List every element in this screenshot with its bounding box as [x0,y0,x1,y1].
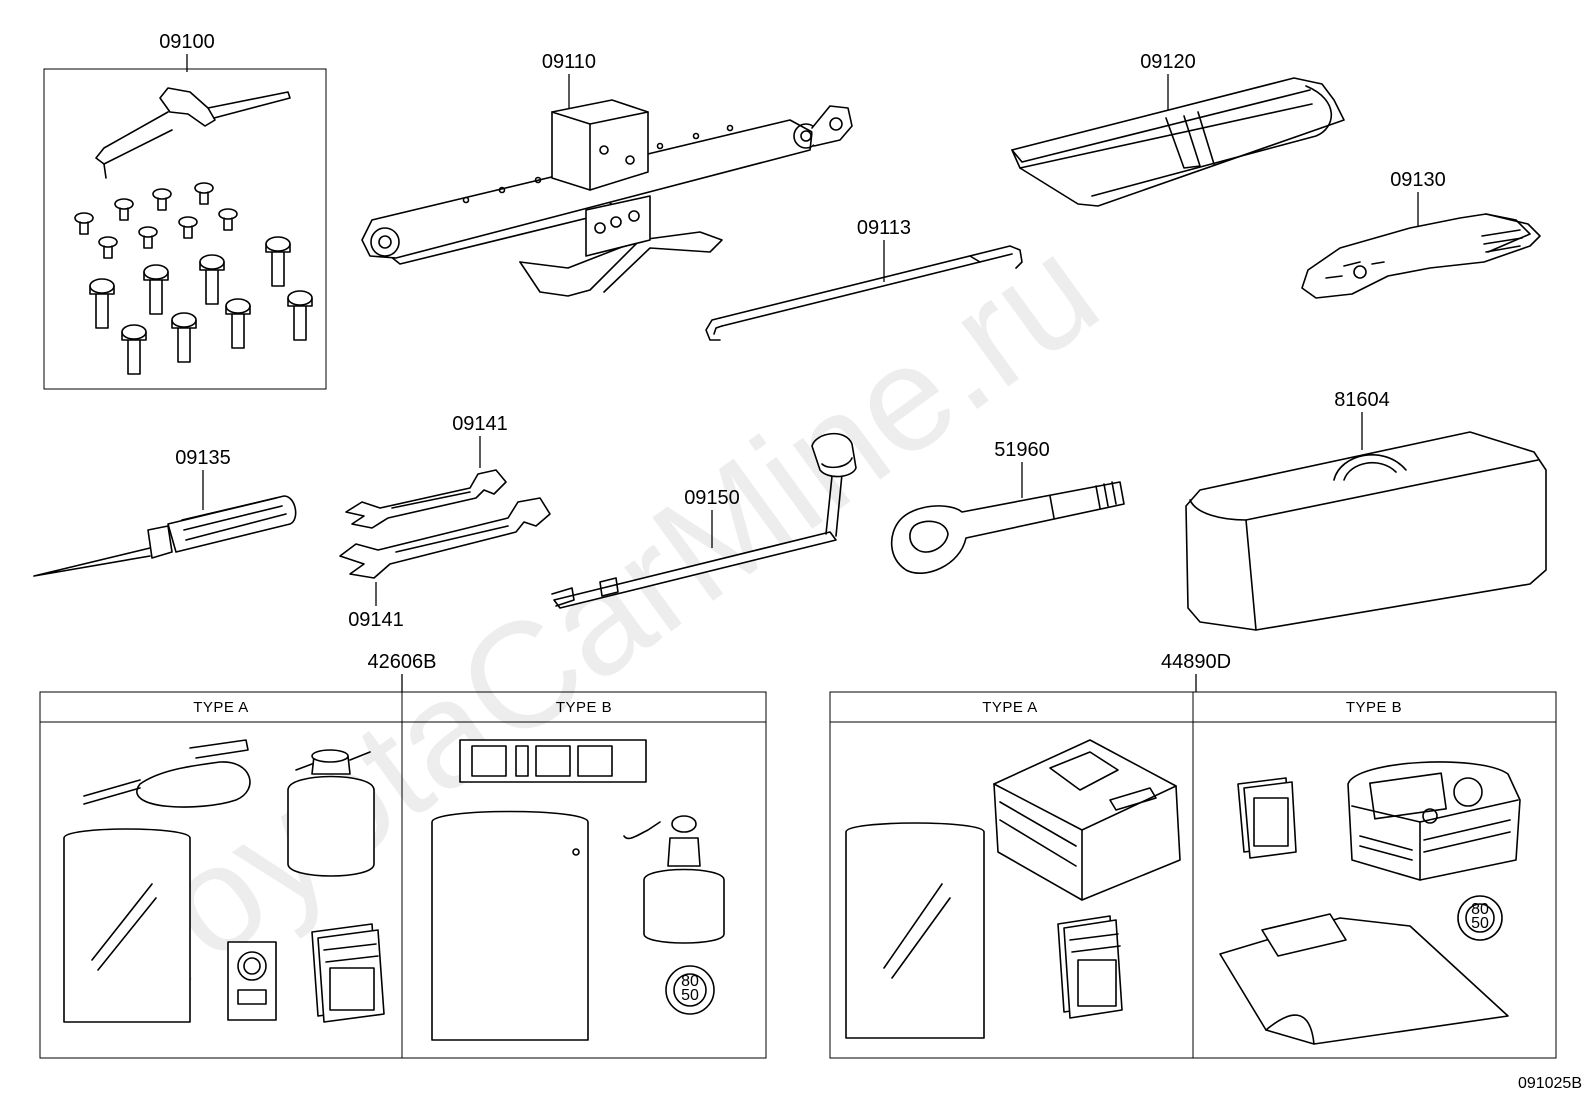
gauge-label-bottom-left: 50 [681,987,699,1004]
part-09110[interactable]: 09110 [361,51,853,297]
left-type-a-header: TYPE A [193,699,249,716]
part-label-09141-lower: 09141 [348,609,404,631]
spare-tire-tool-drawing [890,481,1125,574]
part-label-09135: 09135 [175,447,231,469]
part-label-09130: 09130 [1390,169,1446,191]
part-label-81604: 81604 [1334,389,1390,411]
screwdriver-drawing [33,495,297,577]
part-42606B[interactable]: 42606B TYPE A TYPE B [39,651,767,1059]
part-51960[interactable]: 51960 [890,439,1125,574]
lug-wrench-drawing [551,432,857,609]
gauge-label-top-right: 80 [1471,901,1489,918]
locking-key-tool [95,87,291,179]
right-type-a-items [845,739,1181,1039]
tool-bag-drawing [1011,77,1345,207]
part-label-09150: 09150 [684,487,740,509]
left-type-b-items: 80 50 [431,739,725,1041]
gauge-label-top-left: 80 [681,973,699,990]
part-label-09113: 09113 [857,217,911,239]
gauge-label-bottom-right: 50 [1471,915,1489,932]
left-type-a-items [63,739,385,1023]
part-label-51960: 51960 [994,439,1050,461]
part-09135[interactable]: 09135 [33,447,297,577]
right-type-b-items: 80 50 [1219,761,1521,1045]
large-bolts [89,236,313,375]
figure-reference: 091025B [1518,1075,1582,1092]
part-09120[interactable]: 09120 [1011,51,1345,207]
part-label-42606B: 42606B [368,651,437,673]
scissor-jack-drawing [361,99,853,297]
part-09141-lower[interactable]: 09141 [339,497,551,631]
jack-handle-drawing [705,245,1023,341]
part-09130[interactable]: 09130 [1301,169,1541,299]
right-type-b-header: TYPE B [1346,699,1402,716]
left-type-b-header: TYPE B [556,699,612,716]
part-09150[interactable]: 09150 [551,432,857,609]
pliers-drawing [1301,213,1541,299]
part-label-09141-upper: 09141 [452,413,508,435]
part-09113[interactable]: 09113 [705,217,1023,341]
part-label-09120: 09120 [1140,51,1196,73]
wrench-small-drawing [345,469,507,529]
part-81604[interactable]: 81604 [1185,389,1547,631]
small-bolts [74,182,238,259]
wrench-large-drawing [339,497,551,579]
part-44890D[interactable]: 44890D TYPE A TYPE B [829,651,1557,1059]
part-label-09100: 09100 [159,31,215,53]
part-09141-upper[interactable]: 09141 [345,413,508,529]
part-label-09110: 09110 [542,51,596,73]
part-09100[interactable]: 09100 [43,31,327,390]
part-label-44890D: 44890D [1161,651,1231,673]
tool-case-drawing [1185,431,1547,631]
right-type-a-header: TYPE A [982,699,1038,716]
